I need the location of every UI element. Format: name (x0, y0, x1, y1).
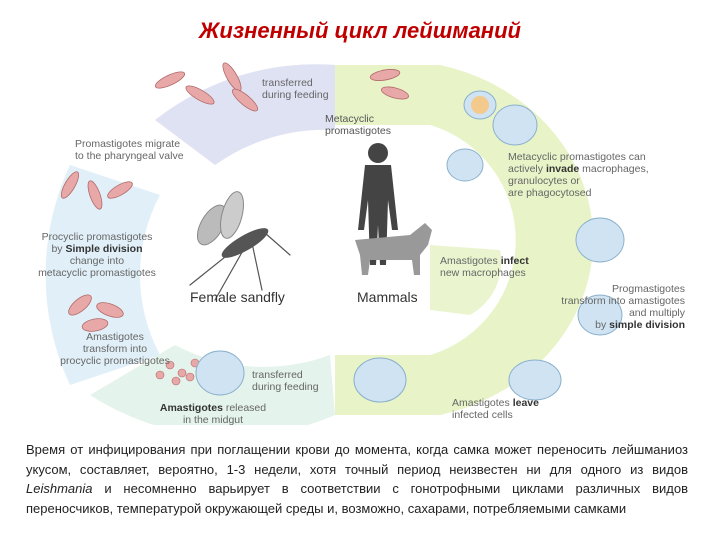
label-mammals: Mammals (357, 289, 418, 305)
label-released: Amastigotes released in the midgut (148, 402, 278, 426)
label-infect: Amastigotes infect new macrophages (440, 255, 529, 279)
label-invade: Metacyclic promastigotes can actively in… (508, 151, 649, 199)
granulocyte (471, 96, 489, 114)
caption-text: Время от инфицирования при поглащении кр… (26, 440, 688, 518)
sandfly-figure (190, 189, 290, 300)
page-title: Жизненный цикл лейшманий (0, 18, 720, 44)
label-leave: Amastigotes leave infected cells (452, 397, 539, 421)
label-female-sandfly: Female sandfly (190, 289, 285, 305)
dog-figure (355, 223, 432, 275)
label-progmast: Progmastigotes transform into amastigote… (545, 283, 685, 331)
label-procyclic: Procyclic promastigotes by Simple divisi… (32, 231, 162, 279)
